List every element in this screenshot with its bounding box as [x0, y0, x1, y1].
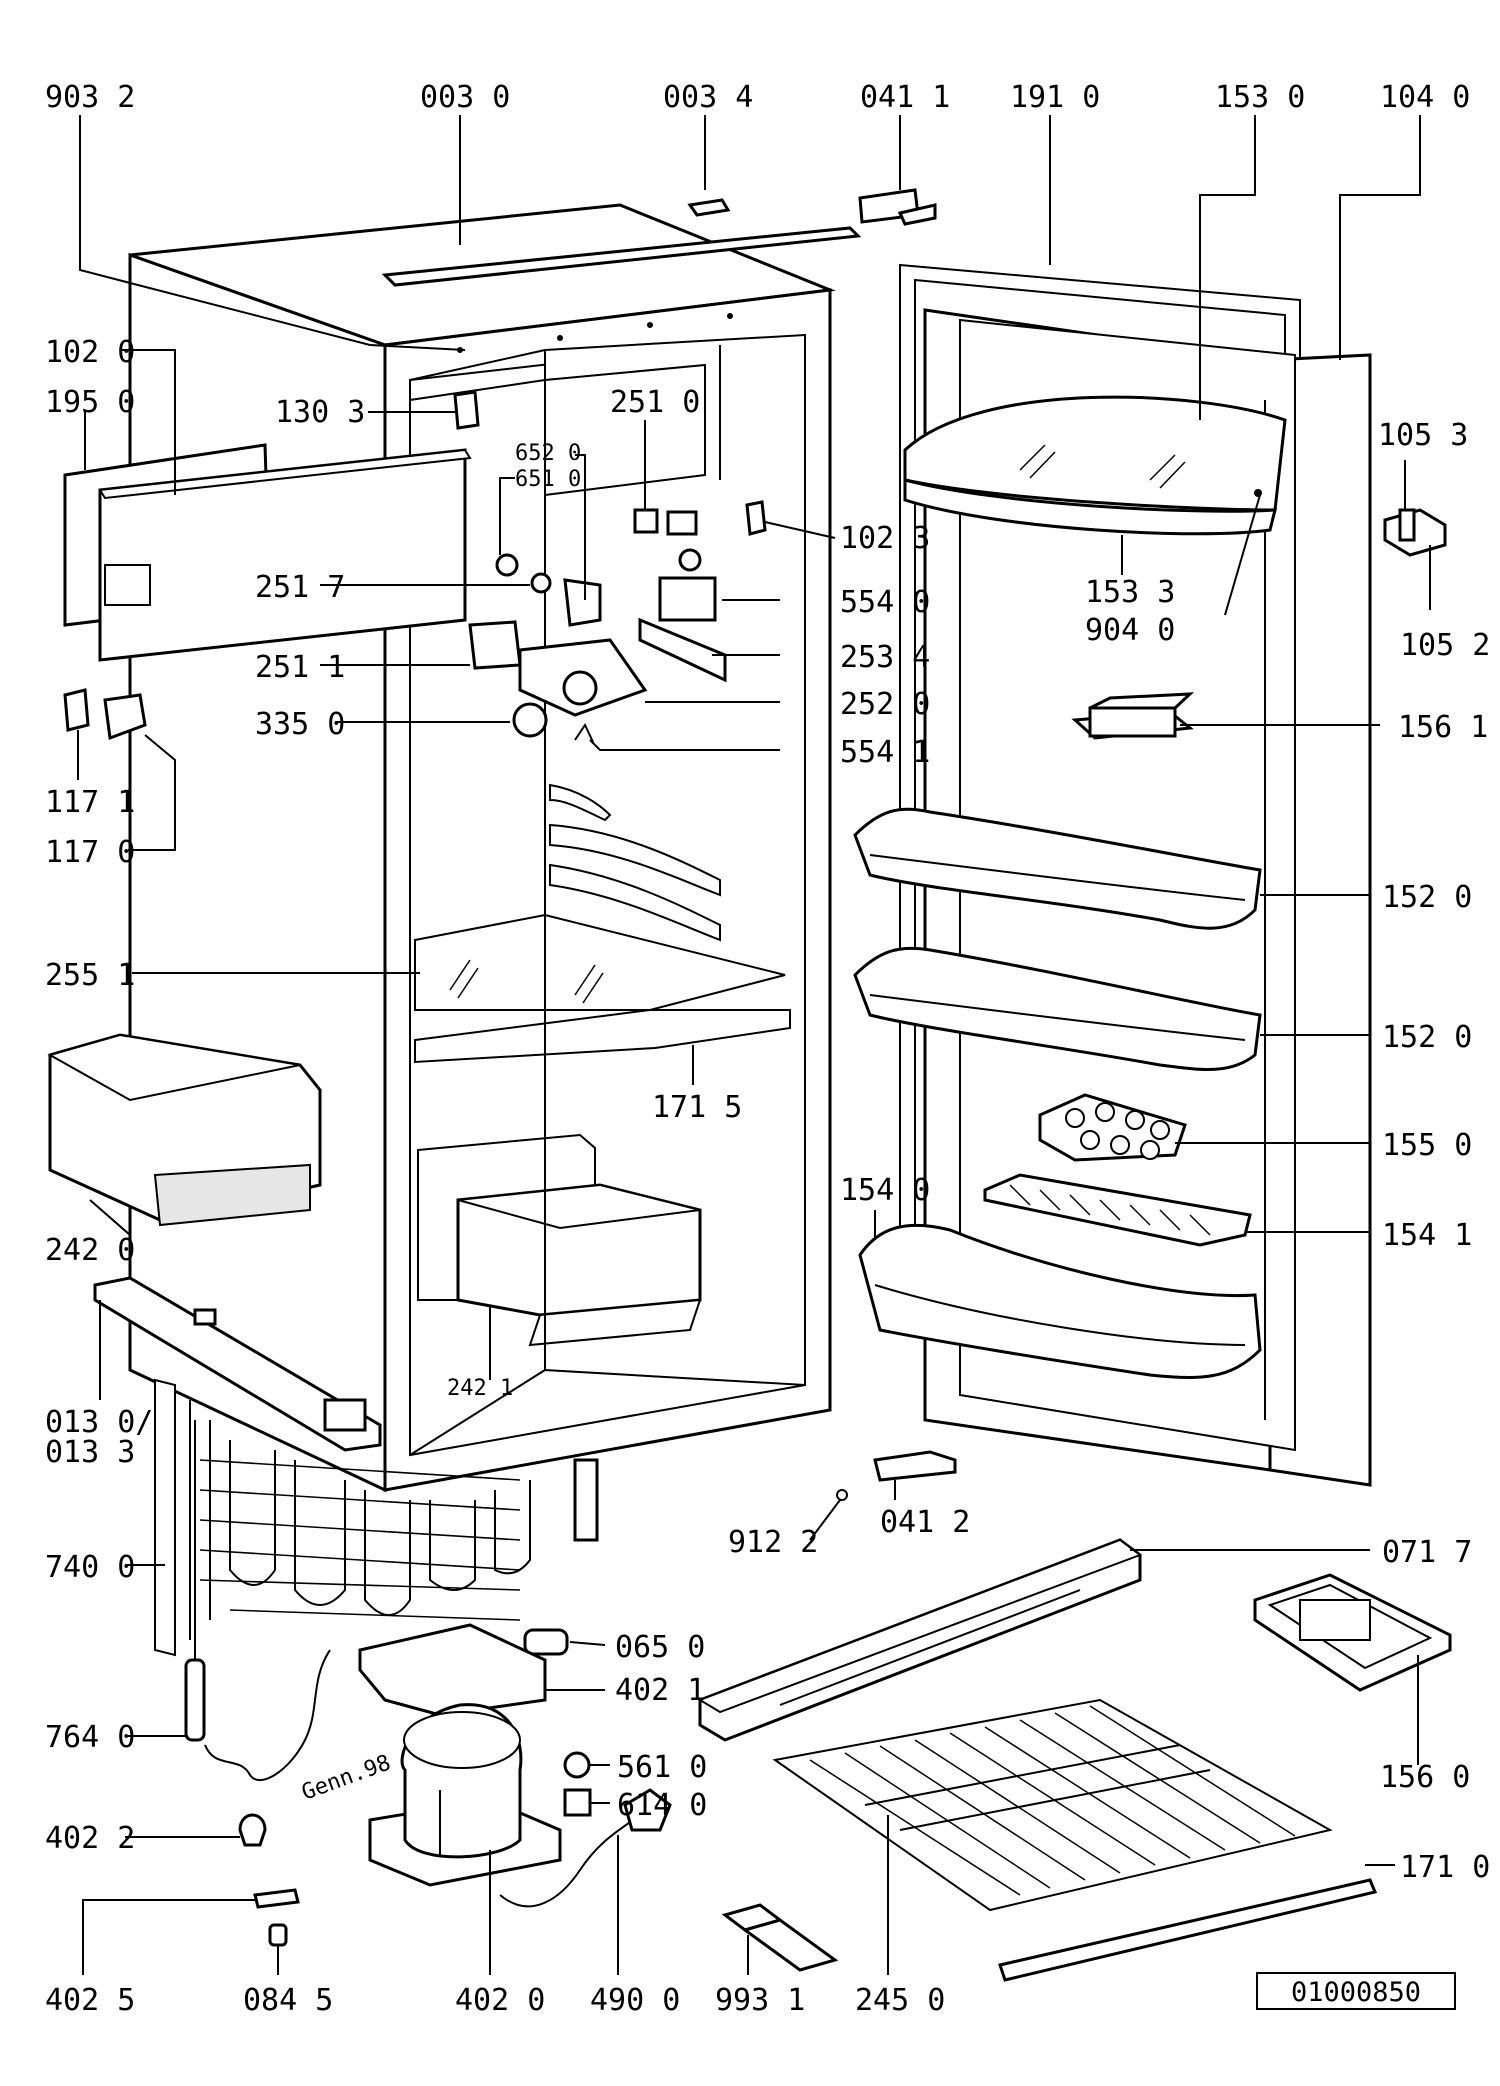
- label-154-1: 154 1: [1382, 1218, 1472, 1253]
- label-561-0: 561 0: [617, 1750, 707, 1785]
- leader-lines: [77, 115, 1431, 1975]
- label-104-0: 104 0: [1380, 80, 1470, 115]
- bolt-084-5: [268, 1923, 288, 1947]
- label-651-0: 651 0: [515, 467, 581, 492]
- freezer-compartment-door: [63, 443, 472, 662]
- cover-071-7: [697, 1538, 1143, 1742]
- label-152-0-upper: 152 0: [1382, 880, 1472, 915]
- label-912-2: 912 2: [728, 1525, 818, 1560]
- label-013-3: 013 3: [45, 1435, 135, 1470]
- label-251-7: 251 7: [255, 570, 345, 605]
- label-117-0: 117 0: [45, 835, 135, 870]
- clip-402-5: [253, 1888, 300, 1909]
- label-105-3: 105 3: [1378, 418, 1468, 453]
- bin-242-0: [47, 1033, 322, 1227]
- label-013-0: 013 0/: [45, 1405, 153, 1440]
- label-251-0: 251 0: [610, 385, 700, 420]
- label-102-0: 102 0: [45, 335, 135, 370]
- signature-text: Genn.98: [299, 1750, 395, 1805]
- label-153-0: 153 0: [1215, 80, 1305, 115]
- label-195-0: 195 0: [45, 385, 135, 420]
- label-255-1: 255 1: [45, 958, 135, 993]
- hinge-105: [1383, 508, 1447, 557]
- label-764-0: 764 0: [45, 1720, 135, 1755]
- refrigerator-door: [853, 263, 1372, 1487]
- compressor-402-0: [368, 1703, 562, 1887]
- top-trim-003-0: [381, 226, 862, 287]
- label-402-0: 402 0: [455, 1983, 545, 2018]
- label-041-2: 041 2: [880, 1505, 970, 1540]
- label-152-0-lower: 152 0: [1382, 1020, 1472, 1055]
- relay-561-0: [563, 1751, 591, 1779]
- label-154-0: 154 0: [840, 1173, 930, 1208]
- label-071-7: 071 7: [1382, 1535, 1472, 1570]
- label-740-0: 740 0: [45, 1550, 135, 1585]
- label-402-5: 402 5: [45, 1983, 135, 2018]
- label-153-3: 153 3: [1085, 575, 1175, 610]
- label-245-0: 245 0: [855, 1983, 945, 2018]
- hinge-041-1: [858, 188, 937, 226]
- relay-614-0: [563, 1788, 592, 1817]
- part-labels: 903 2 003 0 003 4 041 1 191 0 153 0 104 …: [45, 80, 1490, 2018]
- label-242-0: 242 0: [45, 1233, 135, 1268]
- label-102-3: 102 3: [840, 521, 930, 556]
- label-171-5: 171 5: [652, 1090, 742, 1125]
- capillary-764-0: [184, 1420, 331, 1781]
- label-242-1: 242 1: [447, 1376, 513, 1401]
- label-904-0: 904 0: [1085, 613, 1175, 648]
- label-252-0: 252 0: [840, 687, 930, 722]
- label-156-0: 156 0: [1380, 1760, 1470, 1795]
- label-041-1: 041 1: [860, 80, 950, 115]
- thermostat-assembly: [468, 500, 767, 743]
- grommet-402-2: [238, 1813, 267, 1847]
- wire-shelf-245-0: [772, 1698, 1333, 1912]
- label-003-4: 003 4: [663, 80, 753, 115]
- strip-171-0: [998, 1878, 1378, 1982]
- support-402-1: [358, 1623, 547, 1717]
- label-251-1: 251 1: [255, 650, 345, 685]
- drawing-number-box: 01000850: [1256, 1972, 1456, 2010]
- label-130-3: 130 3: [275, 395, 365, 430]
- label-554-1: 554 1: [840, 735, 930, 770]
- label-554-0: 554 0: [840, 585, 930, 620]
- drier-065-0: [523, 1628, 569, 1656]
- label-614-0: 614 0: [617, 1788, 707, 1823]
- drawing-number: 01000850: [1291, 1977, 1421, 2008]
- power-cord-490-0: [499, 1814, 641, 1908]
- screw-912-2: [836, 1489, 848, 1501]
- label-003-0: 003 0: [420, 80, 510, 115]
- label-105-2: 105 2: [1400, 628, 1490, 663]
- label-652-0: 652 0: [515, 441, 581, 466]
- label-117-1: 117 1: [45, 785, 135, 820]
- label-335-0: 335 0: [255, 707, 345, 742]
- front-strip-013: [93, 1276, 382, 1452]
- ice-tray-156-0: [1253, 1573, 1452, 1692]
- brackets-117: [63, 688, 147, 741]
- label-156-1: 156 1: [1398, 710, 1488, 745]
- scraper-993-1: [721, 1903, 839, 1972]
- label-253-4: 253 4: [840, 640, 930, 675]
- bracket-130-3: [453, 390, 480, 430]
- label-903-2: 903 2: [45, 80, 135, 115]
- hinge-041-2: [873, 1450, 957, 1482]
- label-993-1: 993 1: [715, 1983, 805, 2018]
- label-191-0: 191 0: [1010, 80, 1100, 115]
- label-402-2: 402 2: [45, 1821, 135, 1856]
- cabinet: [128, 203, 836, 1493]
- label-155-0: 155 0: [1382, 1128, 1472, 1163]
- label-402-1: 402 1: [615, 1673, 705, 1708]
- label-065-0: 065 0: [615, 1630, 705, 1665]
- label-084-5: 084 5: [243, 1983, 333, 2018]
- label-490-0: 490 0: [590, 1983, 680, 2018]
- clip-003-4: [687, 198, 731, 217]
- label-171-0: 171 0: [1400, 1850, 1490, 1885]
- condenser-740-0: [154, 1378, 599, 1657]
